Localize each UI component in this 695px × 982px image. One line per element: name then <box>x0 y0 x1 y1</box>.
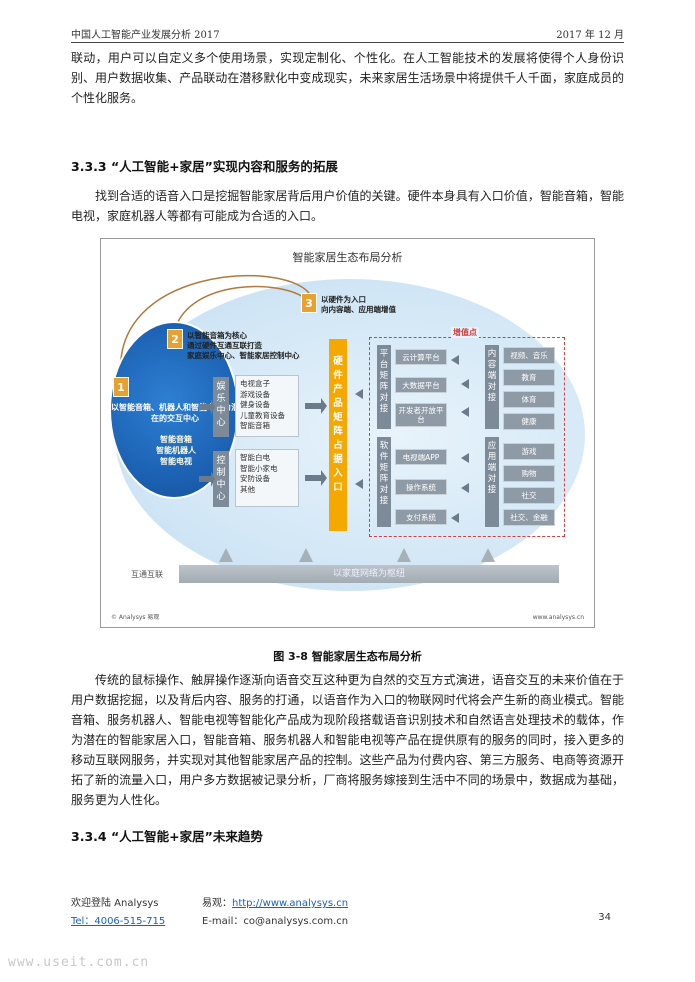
value-added-label: 增值点 <box>451 327 479 338</box>
step-badge-1: 1 <box>113 377 129 397</box>
step-2-text: 以智能音箱为核心 通过硬件互通互联打造 家庭娱乐中心、智能家居控制中心 <box>187 331 300 360</box>
figure-caption: 图 3-8 智能家居生态布局分析 <box>273 650 422 663</box>
interconnect-label: 互通互联 <box>131 570 163 579</box>
arrow-left-icon <box>451 513 459 523</box>
content-item: 视频、音乐 <box>503 347 555 364</box>
paragraph-1: 联动，用户可以自定义多个使用场景，实现定制化、个性化。在人工智能技术的发展将使得… <box>71 51 624 105</box>
arrow-left-icon <box>355 479 363 489</box>
control-center: 控制中心 <box>213 451 229 507</box>
arrow-left-icon <box>461 407 469 417</box>
paragraph-2: 找到合适的语音入口是挖掘智能家居背后用户价值的关键。硬件本身具有入口价值，智能音… <box>71 189 624 223</box>
content-item: 体育 <box>503 391 555 408</box>
arc-1-to-3 <box>120 274 310 378</box>
up-arrow-icon <box>219 548 233 562</box>
figure-title: 智能家居生态布局分析 <box>292 251 403 264</box>
center-arrows <box>199 398 327 487</box>
platform-item: 开发者开放平台 <box>395 403 447 427</box>
watermark: www.useit.com.cn <box>8 955 150 970</box>
platform-matrix-label: 平台矩阵对接 <box>377 345 391 429</box>
arrow-left-icon <box>461 379 469 389</box>
app-item: 社交 <box>503 487 555 504</box>
circle-sub-text: 智能音箱 智能机器人 智能电视 <box>156 435 196 466</box>
up-arrow-icon <box>481 548 495 562</box>
header-divider <box>71 42 624 43</box>
software-item: 操作系统 <box>395 479 447 495</box>
step-badge-3: 3 <box>301 293 317 313</box>
arrow-left-icon <box>355 389 363 399</box>
up-arrow-icon <box>397 548 411 562</box>
footer-welcome: 欢迎登陆 Analysys <box>71 898 159 909</box>
app-group-label: 应用端对接 <box>485 437 499 527</box>
step-badge-2: 2 <box>167 329 183 349</box>
arrow-to-hw-2 <box>305 470 327 486</box>
header-right: 2017 年 12 月 <box>556 30 624 41</box>
value-added-zone <box>369 337 565 537</box>
footer-site-label: 易观： <box>202 898 232 909</box>
software-item: 电视端APP <box>395 449 447 465</box>
platform-item: 大数据平台 <box>395 377 447 393</box>
connector-arcs <box>120 274 310 378</box>
entertainment-center: 娱乐中心 <box>213 377 229 437</box>
footer-email: E-mail：co@analysys.com.cn <box>202 916 349 927</box>
home-network-hub-bar: 以家庭网络为枢纽 <box>179 565 559 583</box>
hardware-matrix-bar: 硬件产品矩阵占据入口 <box>329 339 347 531</box>
footer-site: 易观：http://www.analysys.cn <box>202 894 348 909</box>
arrow-to-ctrl <box>199 471 215 487</box>
arrow-to-hw-1 <box>305 398 327 414</box>
footer-site-link[interactable]: http://www.analysys.cn <box>232 898 349 909</box>
step-3-text: 以硬件为入口 向内容端、应用端增值 <box>321 295 396 314</box>
footer-tel-link[interactable]: Tel：4006-515-715 <box>71 916 166 927</box>
paragraph-3: 传统的鼠标操作、触屏操作逐渐向语音交互这种更为自然的交互方式演进，语音交互的未来… <box>71 673 624 807</box>
content-item: 教育 <box>503 369 555 386</box>
page-number: 34 <box>598 912 611 923</box>
content-item: 健康 <box>503 413 555 430</box>
app-item: 社交、金融 <box>503 509 555 526</box>
section-heading-334: 3.3.4 “人工智能+家居”未来趋势 <box>71 829 263 844</box>
control-device-list: 智能白电 智能小家电 安防设备 其他 <box>235 449 299 507</box>
software-item: 支付系统 <box>395 509 447 525</box>
up-arrow-icon <box>299 548 313 562</box>
arrow-left-icon <box>451 355 459 365</box>
smart-home-figure: 智能家居生态布局分析 以智能音箱、机器人和智能电视为潜在的交互中心 智能音箱 智… <box>100 238 595 628</box>
section-heading-333: 3.3.3 “人工智能+家居”实现内容和服务的拓展 <box>71 159 338 174</box>
app-item: 游戏 <box>503 443 555 460</box>
figure-source: © Analysys 易观 <box>111 614 160 621</box>
header-left: 中国人工智能产业发展分析 2017 <box>71 30 220 41</box>
platform-item: 云计算平台 <box>395 349 447 365</box>
arc-2-to-3 <box>174 285 307 330</box>
content-group-label: 内容端对接 <box>485 345 499 429</box>
arrow-left-icon <box>461 483 469 493</box>
app-item: 购物 <box>503 465 555 482</box>
arrow-to-ent <box>199 399 215 415</box>
entertainment-device-list: 电视盒子 游戏设备 健身设备 儿童教育设备 智能音箱 <box>235 375 299 437</box>
software-matrix-label: 软件矩阵对接 <box>377 437 391 527</box>
circle-main-text: 以智能音箱、机器人和智能电视为潜在的交互中心 <box>111 403 239 423</box>
arrow-left-icon <box>461 453 469 463</box>
figure-site: www.analysys.cn <box>532 614 584 621</box>
